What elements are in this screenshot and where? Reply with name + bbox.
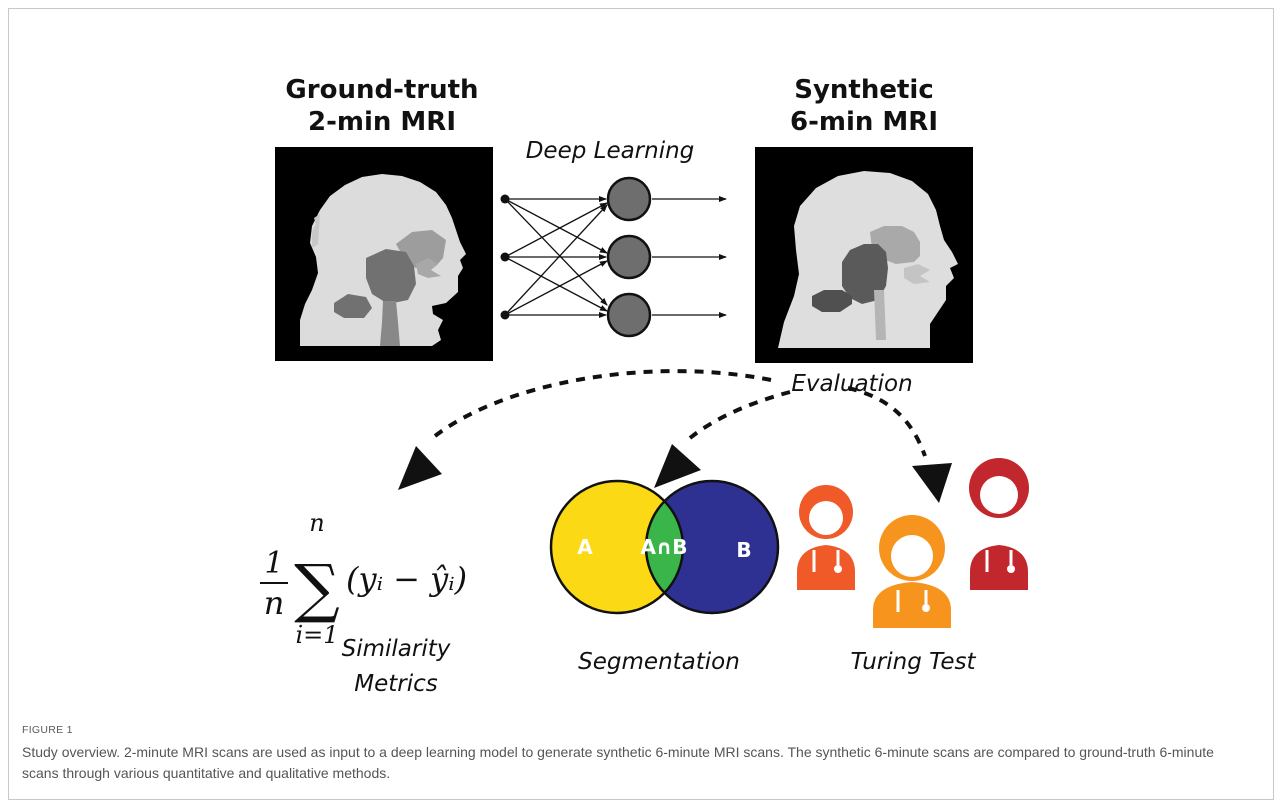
figure-frame bbox=[8, 8, 1274, 800]
similarity-label-line2: Metrics bbox=[354, 671, 438, 697]
evaluation-arrows bbox=[398, 369, 952, 503]
ground-truth-title-line2: 2-min MRI bbox=[308, 107, 456, 137]
segmentation-label: Segmentation bbox=[578, 649, 740, 675]
set-a-circle bbox=[551, 481, 683, 613]
synthetic-title-line1: Synthetic bbox=[794, 75, 934, 105]
figure-caption: Study overview. 2-minute MRI scans are u… bbox=[22, 744, 1214, 781]
evaluation-label: Evaluation bbox=[791, 371, 912, 397]
synthetic-mri-image bbox=[755, 147, 973, 363]
formula-numerator: 1 bbox=[264, 546, 283, 581]
synthetic-title-line2: 6-min MRI bbox=[790, 107, 938, 137]
sum-upper-limit: n bbox=[309, 509, 324, 537]
input-node bbox=[500, 252, 510, 262]
set-a-label: A bbox=[577, 535, 593, 559]
intersection-label: A∩B bbox=[641, 535, 688, 559]
hidden-node bbox=[606, 292, 652, 338]
sum-lower-limit: i=1 bbox=[295, 621, 338, 649]
turing-test-label: Turing Test bbox=[850, 649, 976, 675]
hidden-node bbox=[606, 234, 652, 280]
formula-expression: (yᵢ − ŷᵢ) bbox=[346, 560, 467, 598]
formula-denominator: n bbox=[264, 584, 285, 622]
hidden-node bbox=[606, 176, 652, 222]
deep-learning-label: Deep Learning bbox=[526, 138, 695, 164]
input-node bbox=[500, 310, 510, 320]
venn-diagram: A A∩B B bbox=[549, 479, 780, 615]
doctor-icon bbox=[797, 485, 855, 590]
figure-label: FIGURE 1 bbox=[22, 724, 73, 736]
summation-sign-icon: ∑ bbox=[294, 552, 340, 626]
network-connections bbox=[504, 196, 727, 318]
doctor-icon bbox=[969, 458, 1029, 590]
similarity-label-line1: Similarity bbox=[342, 636, 451, 662]
ground-truth-mri-image bbox=[275, 147, 493, 361]
set-b-circle bbox=[646, 481, 778, 613]
input-node bbox=[500, 194, 510, 204]
set-b-label: B bbox=[736, 538, 751, 562]
ground-truth-title-line1: Ground-truth bbox=[285, 75, 478, 105]
neural-network-diagram bbox=[500, 176, 727, 338]
doctors-icon bbox=[797, 458, 1029, 628]
mean-difference-formula: 1 n ∑ n i=1 (yᵢ − ŷᵢ) bbox=[260, 509, 467, 649]
doctor-icon bbox=[873, 515, 951, 628]
